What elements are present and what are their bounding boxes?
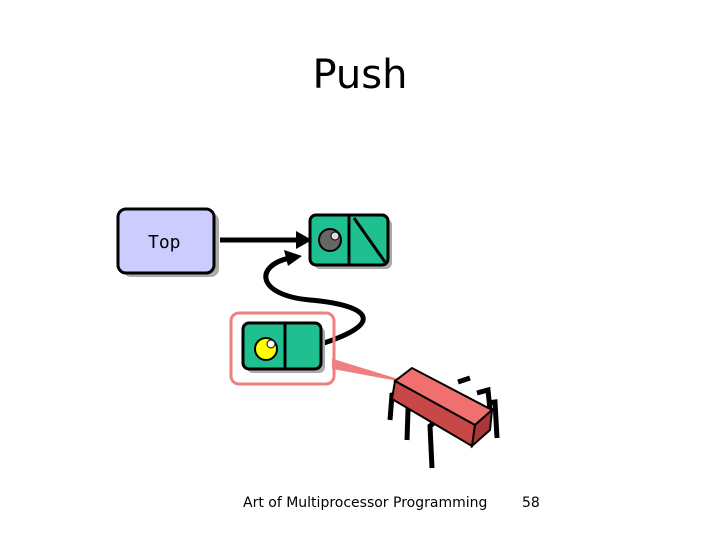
- top-box: Top: [116, 207, 219, 277]
- footer-text: Art of Multiprocessor Programming: [243, 495, 488, 511]
- next-pointer: [263, 250, 366, 353]
- new-node: [241, 321, 325, 373]
- old-node-dot: [318, 228, 342, 252]
- bug-thread-icon: [387, 366, 500, 469]
- top-arrow: [220, 231, 312, 249]
- callout: [332, 358, 399, 381]
- old-node: [308, 213, 392, 269]
- null-slash: [352, 217, 387, 263]
- slide-title: Push: [312, 52, 408, 98]
- new-node-highlight: [229, 311, 336, 386]
- page-number: 58: [522, 495, 540, 511]
- top-label: Top: [148, 232, 181, 253]
